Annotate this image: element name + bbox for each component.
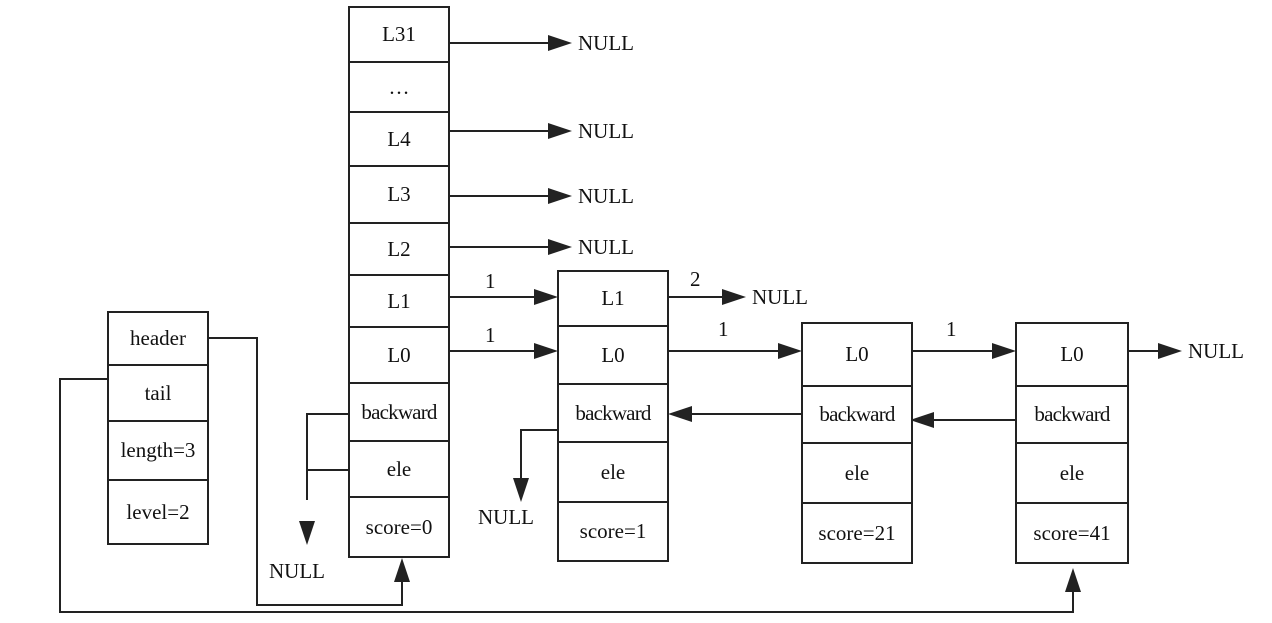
- zset-header-field: header: [107, 311, 209, 366]
- span-label-node1-l0: 1: [718, 317, 729, 341]
- arrowhead-l4: [548, 123, 572, 139]
- node1-level-l1: L1: [557, 270, 669, 327]
- arrowhead-node3-backward: [910, 412, 934, 428]
- span-label-head-l0: 1: [485, 323, 496, 347]
- head-level-l0: L0: [348, 326, 450, 384]
- node3-level-l0: L0: [1015, 322, 1129, 387]
- zset-tail-field: tail: [107, 364, 209, 422]
- arrowhead-head-l0: [534, 343, 558, 359]
- node3-backward: backward: [1015, 385, 1129, 444]
- null-label-head-backward: NULL: [269, 559, 325, 583]
- arrowhead-tail: [1065, 568, 1081, 592]
- node1-ele: ele: [557, 441, 669, 503]
- span-label-head-l1: 1: [485, 269, 496, 293]
- head-level-l3: L3: [348, 165, 450, 224]
- arrow-header-pointer: [207, 337, 403, 606]
- arrowhead-node2-l0: [992, 343, 1016, 359]
- null-label-l31: NULL: [578, 31, 634, 55]
- head-level-l4: L4: [348, 111, 450, 167]
- arrowhead-node3-l0: [1158, 343, 1182, 359]
- arrowhead-node1-l1: [722, 289, 746, 305]
- node2-level-l0: L0: [801, 322, 913, 387]
- arrowhead-node2-backward: [668, 406, 692, 422]
- node2-ele: ele: [801, 442, 913, 504]
- node1-score: score=1: [557, 501, 669, 562]
- node2-score: score=21: [801, 502, 913, 564]
- span-label-node1-l1: 2: [690, 267, 701, 291]
- null-label-node3-l0: NULL: [1188, 339, 1244, 363]
- node3-score: score=41: [1015, 502, 1129, 564]
- arrowhead-l3: [548, 188, 572, 204]
- node2-backward: backward: [801, 385, 913, 444]
- node3-ele: ele: [1015, 442, 1129, 504]
- null-label-node1-backward: NULL: [478, 505, 534, 529]
- head-level-ellipsis: …: [348, 61, 450, 113]
- head-backward: backward: [348, 382, 450, 442]
- arrowhead-node1-l0: [778, 343, 802, 359]
- node1-backward: backward: [557, 383, 669, 443]
- arrowhead-head-backward: [299, 521, 315, 545]
- arrowhead-l2: [548, 239, 572, 255]
- null-label-l3: NULL: [578, 184, 634, 208]
- arrow-node1-backward-null: [520, 429, 558, 480]
- arrow-head-backward-null: [306, 413, 350, 500]
- span-label-node2-l0: 1: [946, 317, 957, 341]
- null-label-node1-l1: NULL: [752, 285, 808, 309]
- null-label-l2: NULL: [578, 235, 634, 259]
- null-label-l4: NULL: [578, 119, 634, 143]
- head-level-l31: L31: [348, 6, 450, 63]
- head-ele: ele: [348, 440, 450, 498]
- arrowhead-node1-backward: [513, 478, 529, 502]
- arrowhead-l31: [548, 35, 572, 51]
- arrowhead-head-l1: [534, 289, 558, 305]
- head-level-l1: L1: [348, 274, 450, 328]
- node1-level-l0: L0: [557, 325, 669, 385]
- zset-length-field: length=3: [107, 420, 209, 481]
- arrow-tail-pointer: [59, 378, 1074, 613]
- head-score: score=0: [348, 496, 450, 558]
- arrowhead-header: [394, 558, 410, 582]
- zset-level-field: level=2: [107, 479, 209, 545]
- head-level-l2: L2: [348, 222, 450, 276]
